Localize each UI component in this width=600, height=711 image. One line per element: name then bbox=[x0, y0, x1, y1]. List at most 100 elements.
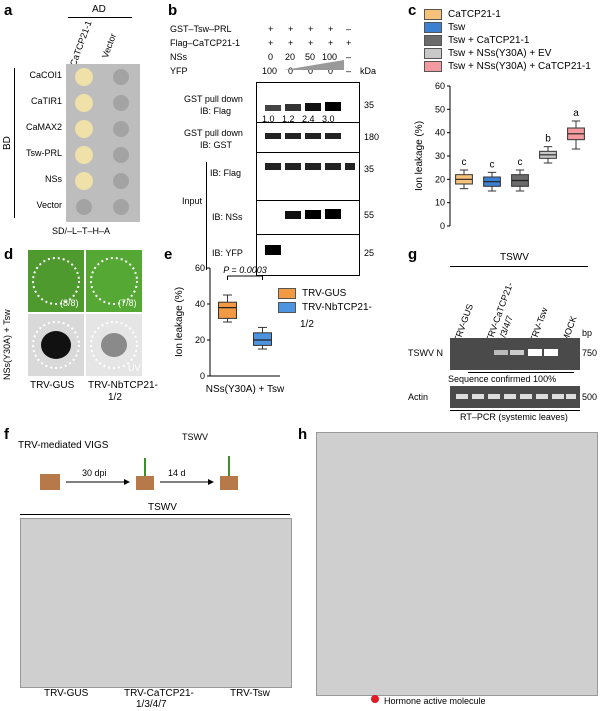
marker-55: 55 bbox=[364, 210, 375, 220]
legend-label: TRV-GUS bbox=[302, 287, 347, 299]
d-label-nbtcp21: TRV-NbTCP21- bbox=[88, 380, 158, 391]
y-tick-label: 20 bbox=[195, 335, 205, 345]
b-cell: + bbox=[288, 24, 294, 34]
f-label-gus: TRV-GUS bbox=[44, 688, 89, 699]
box bbox=[218, 301, 237, 319]
uv-label: UV bbox=[128, 363, 141, 373]
b-row-label-flag: Flag–CaTCP21-1 bbox=[170, 38, 241, 48]
legend-item: CaTCP21-1 bbox=[424, 8, 591, 21]
b-cell: 0 bbox=[268, 52, 274, 62]
f-label-catcp21: TRV-CaTCP21- bbox=[124, 688, 194, 699]
yeast-grid bbox=[66, 64, 140, 222]
b-cell: 20 bbox=[285, 52, 296, 62]
b-cell: + bbox=[308, 38, 314, 48]
g-marker-500: 500 bbox=[582, 392, 598, 402]
ib-gst-label: IB: GST bbox=[200, 140, 233, 150]
marker-180: 180 bbox=[364, 132, 380, 142]
ib-nss-label: IB: NSs bbox=[212, 212, 243, 222]
count-label: (7/8) bbox=[118, 298, 137, 308]
legend-item: Tsw bbox=[424, 21, 591, 34]
pulldown-label-2: GST pull down bbox=[184, 128, 243, 138]
y-tick-label: 40 bbox=[435, 128, 445, 138]
b-cell: + bbox=[288, 38, 294, 48]
b-cell: – bbox=[346, 52, 352, 62]
kda-label: kDa bbox=[360, 66, 377, 76]
panel-label-a: a bbox=[4, 2, 13, 19]
significance-letter: a bbox=[573, 108, 579, 119]
significance-letter: b bbox=[545, 134, 551, 145]
b-cell: + bbox=[328, 38, 334, 48]
y-axis-label: Ion leakage (%) bbox=[414, 121, 425, 191]
b-cell: – bbox=[346, 66, 352, 76]
b-cell: 100 bbox=[262, 66, 278, 76]
box bbox=[253, 332, 272, 346]
marker-35: 35 bbox=[364, 100, 375, 110]
ib-flag-label: IB: Flag bbox=[200, 106, 232, 116]
g-bands-1 bbox=[494, 349, 558, 356]
ib-yfp-label: IB: YFP bbox=[212, 248, 243, 258]
b-cell: 50 bbox=[305, 52, 316, 62]
hormone-dot bbox=[371, 695, 379, 703]
y-axis-label: Ion leakage (%) bbox=[174, 287, 185, 357]
x-axis-label: NSs(Y30A) + Tsw bbox=[206, 384, 285, 395]
f-section-title: TSWV bbox=[148, 502, 177, 513]
b-cell: + bbox=[268, 24, 274, 34]
panel-label-e: e bbox=[164, 246, 173, 263]
h-legend: Hormone active molecule bbox=[384, 696, 486, 706]
f-title: TRV-mediated VIGS bbox=[18, 440, 109, 451]
marker-35b: 35 bbox=[364, 164, 375, 174]
b-row-label-yfp: YFP bbox=[170, 66, 188, 76]
legend-item: TRV-GUS bbox=[278, 286, 372, 300]
legend-e: TRV-GUS TRV-NbTCP21- 1/2 bbox=[278, 286, 372, 330]
legend-swatch bbox=[424, 61, 442, 72]
b-cell: + bbox=[328, 24, 334, 34]
y-tick-label: 50 bbox=[435, 104, 445, 114]
d-label-gus: TRV-GUS bbox=[30, 380, 75, 391]
leaf-image-nbtcp21 bbox=[86, 250, 142, 312]
legend-c: CaTCP21-1 Tsw Tsw + CaTCP21-1 Tsw + NSs(… bbox=[424, 8, 591, 73]
b-blot-frame bbox=[256, 82, 360, 276]
panel-label-d: d bbox=[4, 246, 14, 263]
bd-label: BD bbox=[2, 136, 13, 150]
legend-swatch bbox=[424, 35, 442, 46]
b-cell: 0 bbox=[328, 66, 334, 76]
ad-line bbox=[68, 17, 132, 18]
b-cell: + bbox=[308, 24, 314, 34]
g-bands-2 bbox=[456, 394, 576, 399]
y-tick-label: 0 bbox=[200, 371, 205, 381]
y-tick-label: 30 bbox=[435, 151, 445, 161]
panel-label-f: f bbox=[4, 426, 9, 443]
b-sep bbox=[256, 200, 359, 201]
y-tick-label: 10 bbox=[435, 198, 445, 208]
d-circles bbox=[32, 257, 138, 369]
legend-label: Tsw + NSs(Y30A) + CaTCP21-1 bbox=[448, 61, 591, 72]
b-row-label-gst-tsw: GST–Tsw–PRL bbox=[170, 24, 232, 34]
panel-label-b: b bbox=[168, 2, 178, 19]
b-cell: 0 bbox=[288, 66, 294, 76]
d-label-nbtcp21-2: 1/2 bbox=[108, 392, 122, 403]
g-row-label-tswv: TSWV N bbox=[408, 348, 443, 358]
f-label-catcp21-2: 1/3/4/7 bbox=[136, 699, 167, 710]
ib-flag-label-2: IB: Flag bbox=[210, 168, 242, 178]
bd-line bbox=[14, 68, 15, 218]
legend-label: TRV-NbTCP21- bbox=[302, 301, 372, 313]
b-cell: – bbox=[346, 24, 352, 34]
g-caption: RT–PCR (systemic leaves) bbox=[460, 412, 568, 422]
f-section-line bbox=[20, 514, 290, 515]
b-cell: + bbox=[346, 38, 352, 48]
legend-label: Tsw bbox=[448, 22, 466, 33]
y-tick-label: 60 bbox=[435, 81, 445, 91]
nss-gradient-wedge bbox=[284, 60, 344, 70]
g-note: Sequence confirmed 100% bbox=[448, 374, 557, 384]
significance-letter: c bbox=[490, 159, 495, 170]
row-label-camax2: CaMAX2 bbox=[25, 122, 62, 132]
legend-item: TRV-NbTCP21- bbox=[278, 300, 372, 314]
ad-label: AD bbox=[92, 4, 106, 15]
row-label-tsw-prl: Tsw-PRL bbox=[25, 148, 62, 158]
b-cell: 100 bbox=[322, 52, 338, 62]
g-title-line bbox=[450, 266, 588, 267]
b-bands bbox=[265, 102, 355, 255]
y-tick-label: 60 bbox=[195, 263, 205, 273]
